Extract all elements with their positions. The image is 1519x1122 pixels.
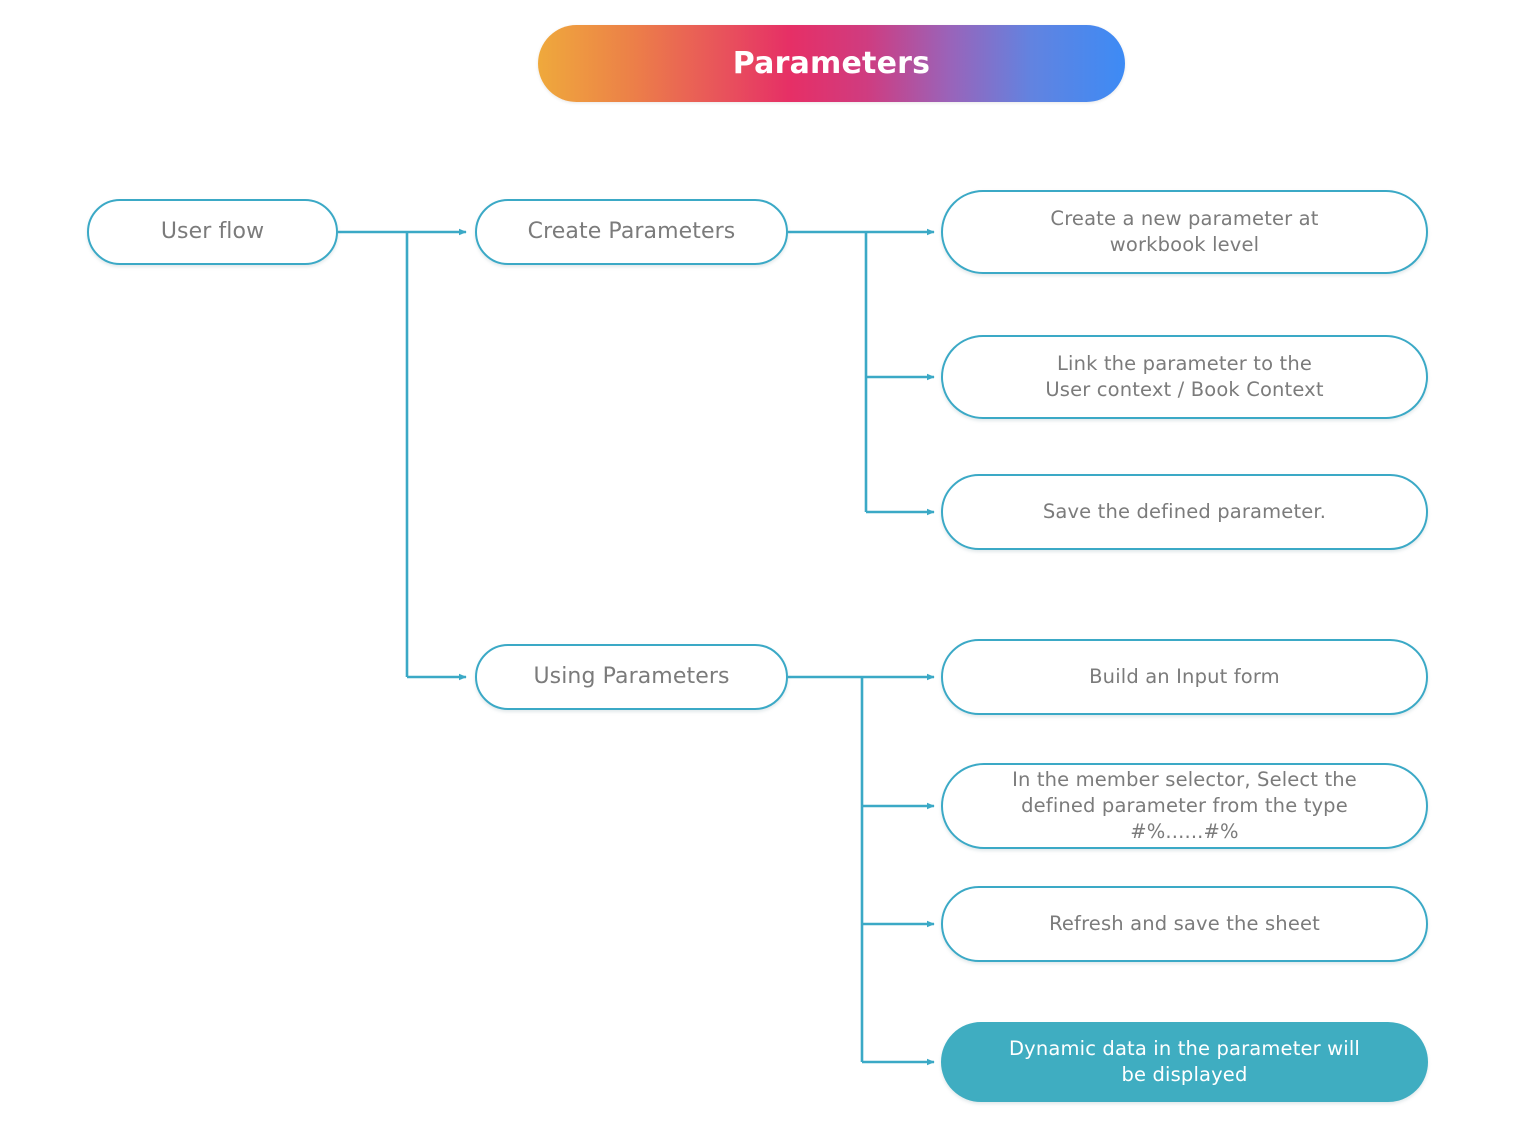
node-using-step-4-label: Dynamic data in the parameter will be di… [1009, 1037, 1360, 1086]
node-using-parameters[interactable]: Using Parameters [475, 644, 788, 710]
node-create-step-2[interactable]: Link the parameter to the User context /… [941, 335, 1428, 419]
node-using-step-2-label: In the member selector, Select the defin… [1012, 768, 1357, 843]
node-user-flow-label: User flow [160, 219, 265, 245]
node-create-step-2-label: Link the parameter to the User context /… [1045, 352, 1324, 401]
node-create-parameters-label: Create Parameters [527, 219, 736, 245]
page-title-banner: Parameters [538, 25, 1125, 102]
node-using-step-4[interactable]: Dynamic data in the parameter will be di… [941, 1022, 1428, 1102]
node-using-parameters-label: Using Parameters [533, 664, 730, 690]
node-using-step-3[interactable]: Refresh and save the sheet [941, 886, 1428, 962]
node-using-step-1-label: Build an Input form [1089, 665, 1280, 689]
node-create-step-1[interactable]: Create a new parameter at workbook level [941, 190, 1428, 274]
node-create-step-3-label: Save the defined parameter. [1042, 500, 1327, 524]
node-user-flow[interactable]: User flow [87, 199, 338, 265]
node-create-step-3[interactable]: Save the defined parameter. [941, 474, 1428, 550]
node-create-parameters[interactable]: Create Parameters [475, 199, 788, 265]
node-using-step-3-label: Refresh and save the sheet [1049, 912, 1320, 936]
node-create-step-1-label: Create a new parameter at workbook level [1050, 207, 1319, 256]
page-title: Parameters [732, 45, 931, 81]
node-using-step-2[interactable]: In the member selector, Select the defin… [941, 763, 1428, 849]
node-using-step-1[interactable]: Build an Input form [941, 639, 1428, 715]
